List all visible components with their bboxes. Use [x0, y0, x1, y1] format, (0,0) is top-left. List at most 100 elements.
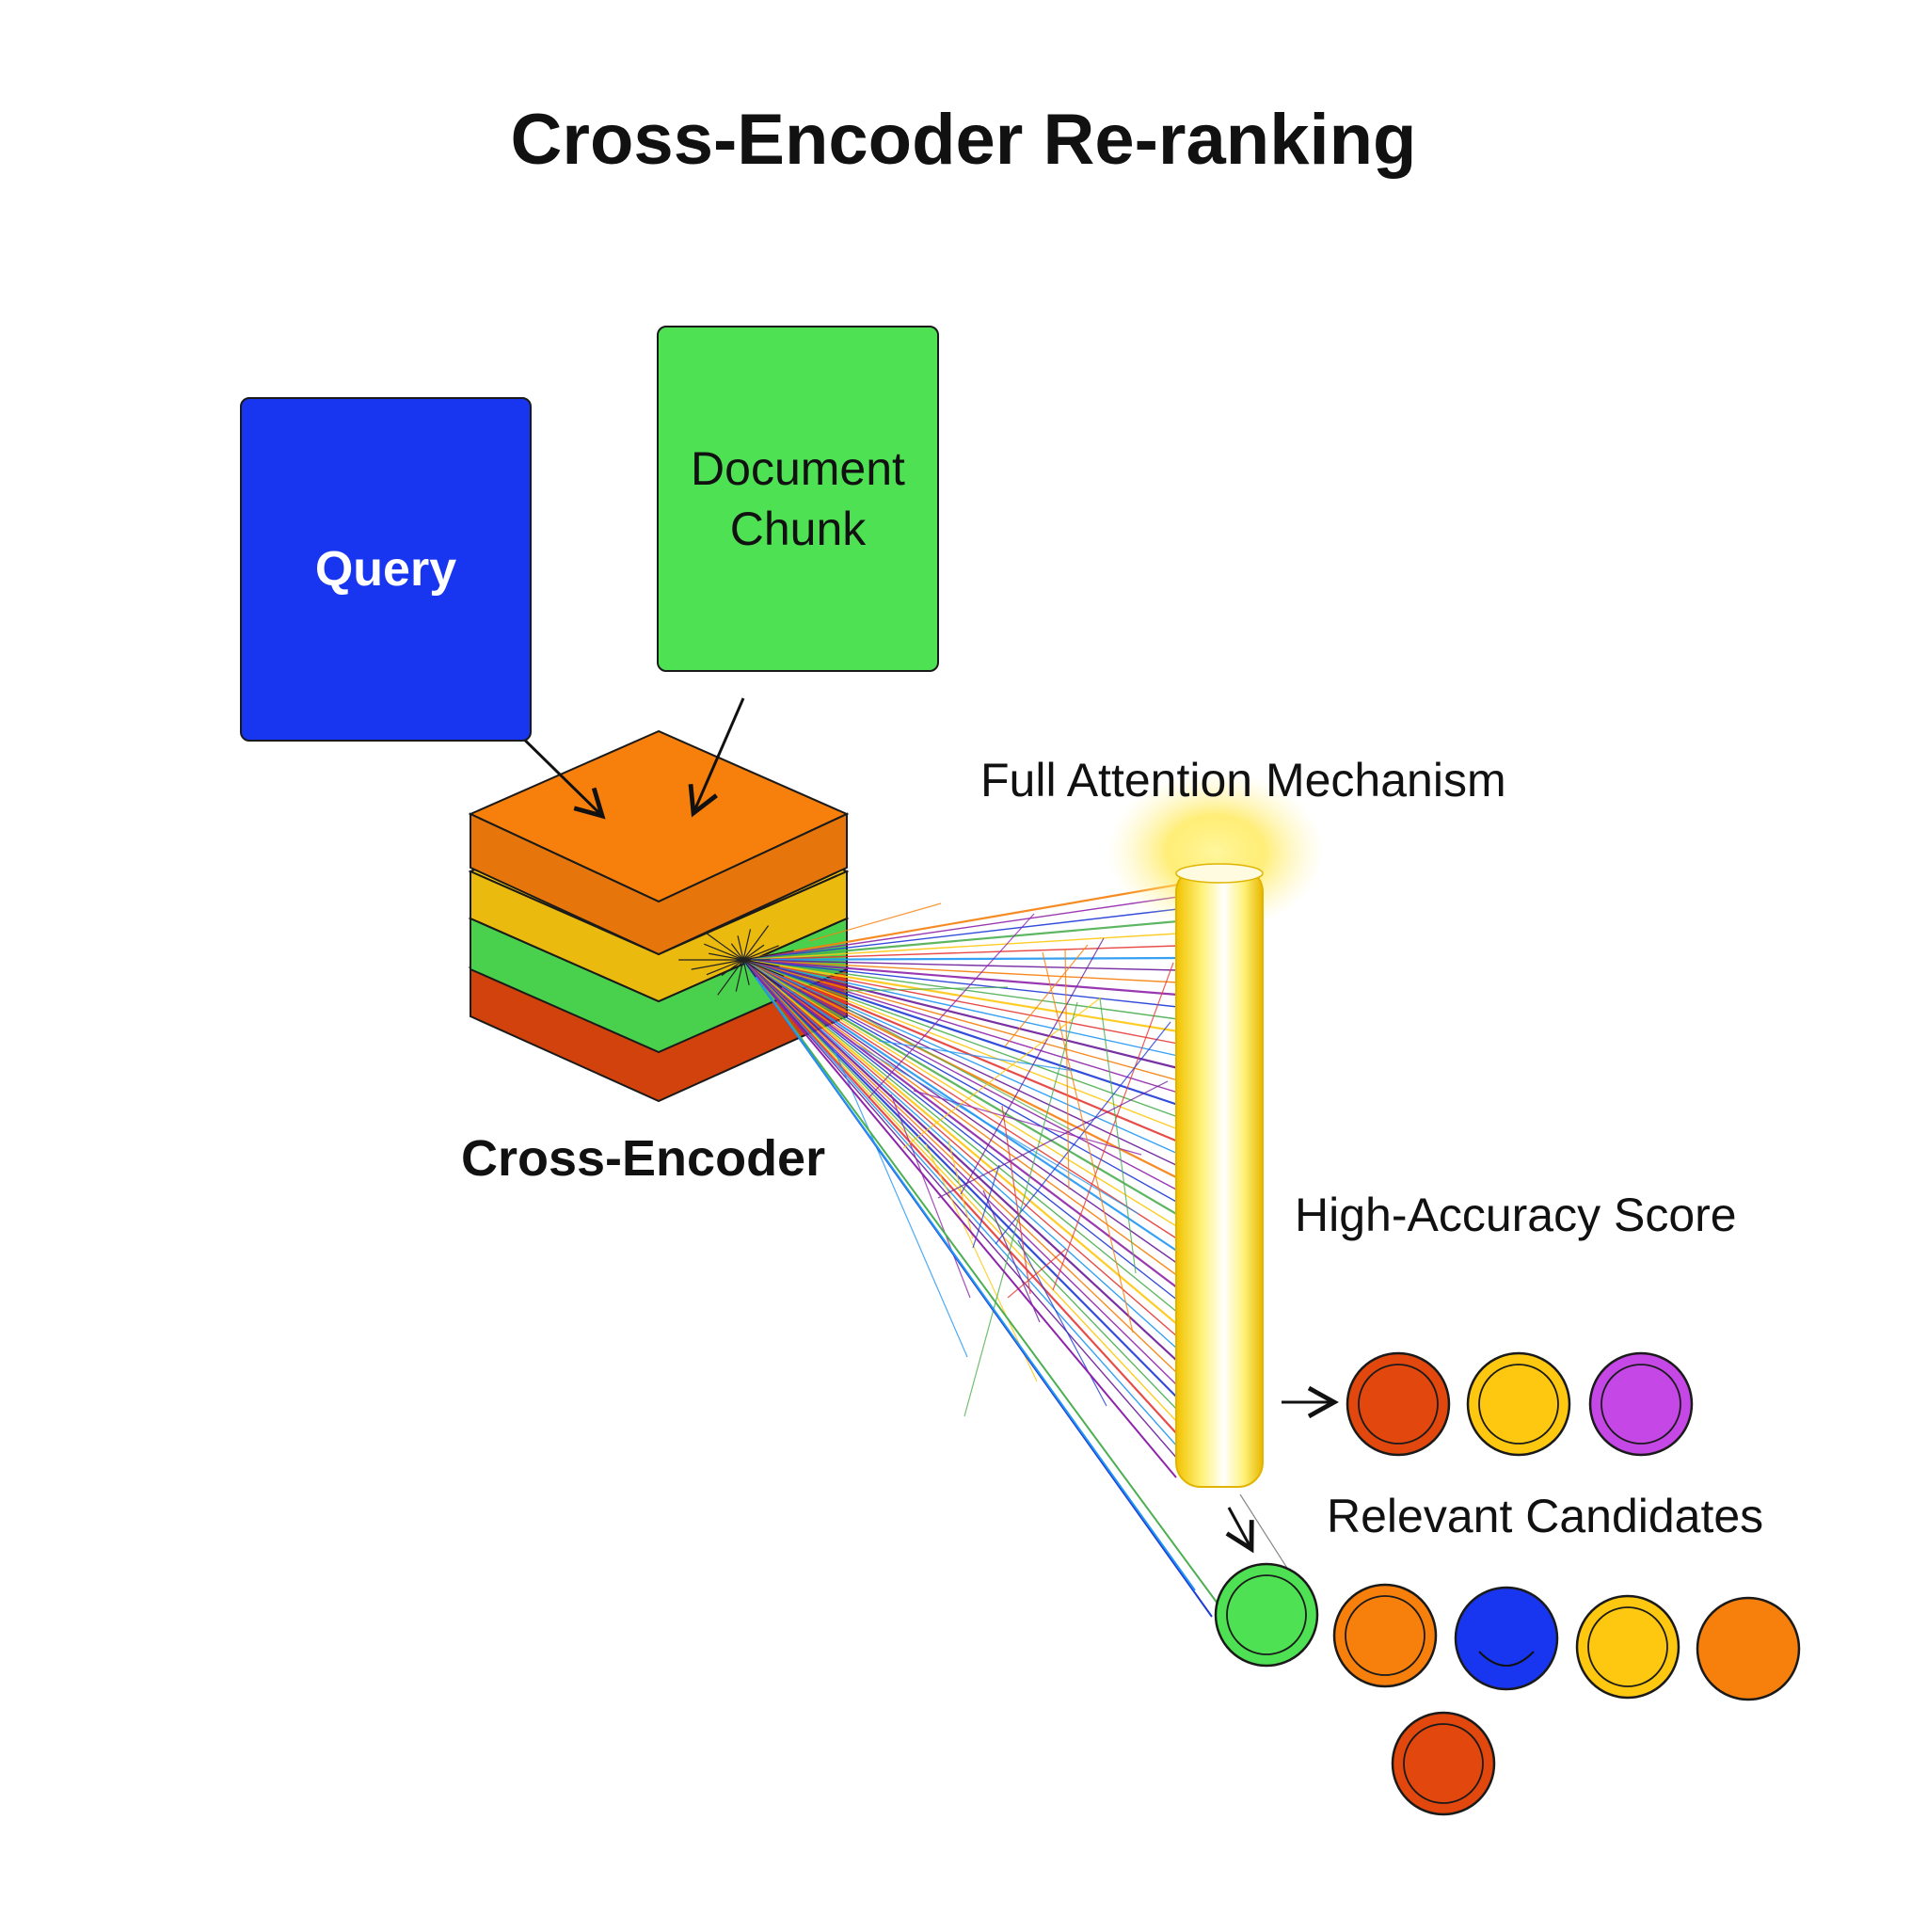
attention-cross-line [902, 997, 1102, 1149]
attention-beam-body [1175, 867, 1264, 1488]
attention-line [742, 959, 1179, 1326]
attention-line [742, 959, 1179, 1216]
burst-ray [709, 952, 744, 961]
candidate-circle [1214, 1562, 1319, 1668]
query-box: Query [240, 397, 532, 742]
burst-ray [742, 959, 780, 967]
candidate-circle-ring [1226, 1574, 1307, 1655]
attention-line [742, 959, 1179, 1253]
attention-cross-line [925, 1143, 1038, 1382]
attention-line [742, 959, 1179, 971]
burst-ray [691, 959, 744, 970]
attention-cross-line [1052, 962, 1174, 1291]
attention-line [742, 959, 1179, 1338]
score-result-circle-ring [1601, 1364, 1681, 1445]
burst-ray [721, 959, 744, 977]
attention-line [742, 959, 1179, 1045]
attention-line [742, 959, 1179, 1387]
attention-beam-cap [1175, 863, 1264, 884]
candidate-circle-ring [1587, 1606, 1668, 1687]
burst-ray [742, 929, 752, 961]
score-result-circle-ring [1358, 1364, 1439, 1445]
burst-ray [742, 959, 785, 977]
cross-encoder-label: Cross-Encoder [461, 1130, 826, 1187]
attention-line [742, 959, 1179, 1265]
attention-line [742, 958, 1179, 997]
burst-ray [706, 959, 744, 976]
candidate-circle [1391, 1711, 1496, 1816]
attention-line [742, 959, 1179, 1314]
candidate-circle [1332, 1583, 1438, 1688]
attention-line [742, 959, 1179, 1375]
attention-line [742, 959, 1179, 1204]
attention-line [742, 959, 1179, 1399]
relevant-candidates [1214, 1562, 1801, 1816]
encoder-layer-1 [468, 729, 850, 956]
page-title: Cross-Encoder Re-ranking [510, 100, 1417, 180]
burst-ray [704, 943, 744, 961]
attention-cross-line [964, 1001, 1078, 1417]
attention-line [742, 958, 1179, 1070]
score-label: High-Accuracy Score [1295, 1189, 1737, 1241]
attention-cross-line [890, 1094, 971, 1299]
attention-line [742, 933, 1179, 961]
attention-long-line [742, 959, 1224, 1612]
burst-ray [742, 950, 794, 961]
burst-ray [742, 945, 779, 961]
attention-line [742, 959, 1179, 1461]
attention-cross-line [878, 1040, 1075, 1072]
attention-cross-line [1017, 1239, 1107, 1407]
attention-cross-line [833, 1047, 968, 1358]
attention-line [742, 959, 1179, 1008]
attention-cross-line [868, 913, 1035, 1099]
attention-line [742, 958, 1179, 1143]
attention-line [742, 959, 1179, 1179]
candidate-circle [1696, 1596, 1801, 1701]
candidate-circle-ring [1403, 1723, 1484, 1804]
candidates-arrow [1225, 1507, 1254, 1554]
document-arrow [688, 697, 745, 818]
attention-line [742, 959, 1179, 1350]
burst-ray [742, 925, 770, 961]
attention-line [742, 959, 1179, 1301]
burst-ray [735, 959, 744, 992]
document-chunk-label: Document Chunk [691, 442, 905, 555]
attention-line [742, 959, 1179, 1118]
attention-cross-line [1004, 944, 1089, 1047]
attention-label: Full Attention Mechanism [980, 754, 1506, 806]
cross-encoder-stack [468, 729, 850, 1103]
attention-cross-line [995, 1021, 1171, 1245]
attention-cross-line [843, 986, 1009, 992]
attention-line [742, 959, 1179, 1191]
burst-ray [742, 959, 783, 988]
attention-line [742, 959, 1179, 1363]
attention-line [742, 959, 1179, 1277]
attention-cross-line [808, 902, 942, 942]
attention-cross-line [1042, 951, 1134, 1333]
attention-line [742, 959, 1179, 1155]
attention-line [742, 896, 1179, 961]
attention-line [742, 959, 1179, 1448]
attention-line [742, 959, 1179, 1240]
attention-cross-line [1007, 1248, 1067, 1299]
candidate-circle-arc [1478, 1651, 1535, 1667]
candidate-circle-ring [1345, 1595, 1425, 1676]
attention-line [742, 958, 1179, 1107]
attention-line [742, 959, 1179, 1167]
burst-ray [737, 935, 744, 961]
candidate-circle [1454, 1586, 1559, 1691]
attention-line [742, 883, 1179, 962]
document-chunk-box: Document Chunk [657, 326, 939, 672]
attention-long-line [742, 959, 1177, 1478]
attention-line [742, 959, 1179, 1094]
attention-line [742, 959, 1179, 1289]
encoder-layer-1-front [470, 812, 848, 956]
attention-cross-line [1001, 1105, 1031, 1295]
attention-line [742, 959, 1179, 1130]
attention-line [742, 908, 1179, 961]
burst-ray [717, 959, 744, 996]
attention-cross-line [982, 1190, 1041, 1323]
attention-line [742, 959, 1179, 983]
